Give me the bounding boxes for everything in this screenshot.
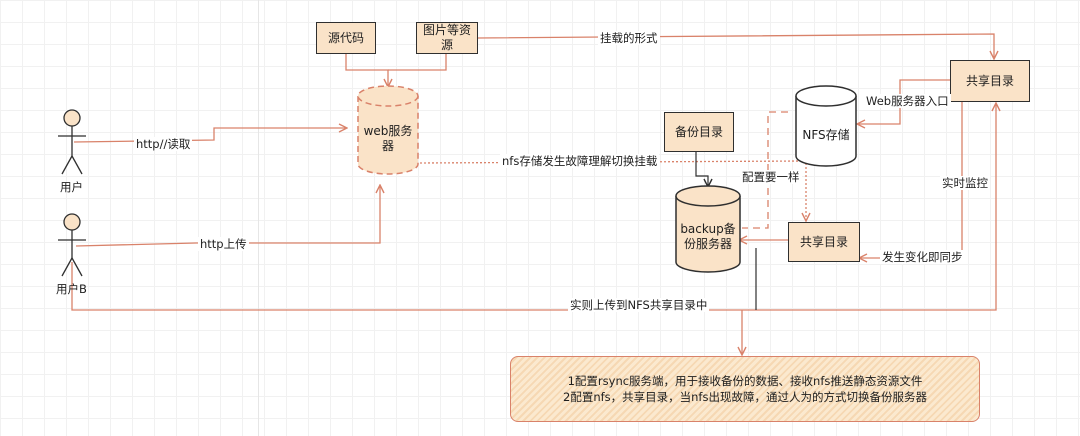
user-a-label: 用户 (60, 180, 83, 194)
backup-server-label: backup备份服务器 (680, 222, 736, 251)
edge-source-to-web (345, 54, 388, 86)
edge-label-realtime-upload: 实则上传到NFS共享目录中 (568, 298, 710, 312)
edge-label-http-upload: http上传 (198, 237, 249, 251)
note-line-1: 1配置rsync服务端，用于接收备份的数据、接收nfs推送静态资源文件 (567, 374, 923, 388)
backup-server-cylinder (675, 185, 741, 273)
edge-mount-form (477, 33, 994, 58)
user-b-label: 用户B (56, 282, 87, 296)
user-a-figure (58, 109, 86, 175)
notes-box: 1配置rsync服务端，用于接收备份的数据、接收nfs推送静态资源文件 2配置n… (510, 356, 980, 422)
edge-label-realtime-monitor: 实时监控 (940, 176, 990, 190)
edge-http-read (73, 128, 346, 143)
source-code-box: 源代码 (316, 22, 376, 54)
edge-http-upload (75, 186, 380, 247)
web-server-label: web服务器 (363, 124, 413, 153)
edge-label-web-entry: Web服务器入口 (864, 94, 951, 108)
edge-label-sync-on-change: 发生变化即同步 (880, 250, 965, 264)
user-b-figure (58, 213, 86, 277)
edge-backupdir-to-server (695, 152, 708, 186)
backup-dir-box: 备份目录 (664, 112, 734, 152)
edge-label-mount-form: 挂载的形式 (598, 31, 660, 45)
nfs-storage-cylinder (795, 85, 857, 167)
edge-label-config-same: 配置要一样 (740, 170, 802, 184)
edge-realtime-upload (71, 104, 996, 311)
images-resources-box: 图片等资源 (416, 22, 478, 54)
share-dir-top-box: 共享目录 (950, 60, 1030, 102)
edge-label-nfs-failover: nfs存储发生故障理解切换挂载 (500, 154, 660, 168)
note-line-2: 2配置nfs，共享目录，当nfs出现故障，通过人为的方式切换备份服务器 (563, 390, 927, 404)
edge-images-to-web (388, 54, 447, 71)
share-dir-bottom-box: 共享目录 (788, 222, 860, 262)
divider-line (258, 0, 259, 436)
edge-label-http-read: http//读取 (134, 137, 193, 151)
nfs-storage-label: NFS存储 (802, 128, 850, 142)
web-server-cylinder (357, 85, 419, 175)
